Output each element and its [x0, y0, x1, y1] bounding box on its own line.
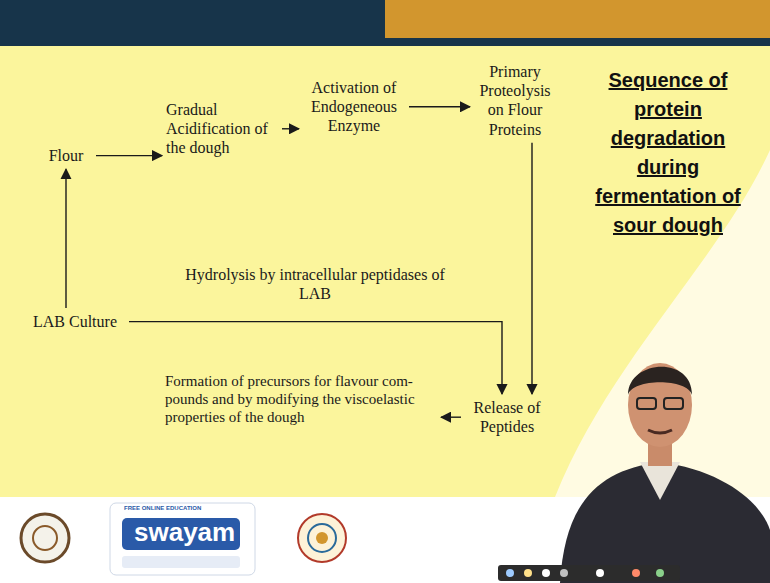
- flow-step: Release of Peptides: [465, 398, 549, 436]
- logo-wordmark: swayam: [134, 518, 235, 547]
- flow-step: Activation of Endogeneous Enzyme: [303, 78, 405, 136]
- flow-arrow: [441, 416, 461, 417]
- step-text: Formation of precursors for flavour com-…: [165, 372, 437, 426]
- logo-tagline: FREE ONLINE EDUCATION: [124, 505, 201, 512]
- flow-arrow: [531, 143, 532, 394]
- flow-arrow: [282, 128, 299, 129]
- flow-arrow: [409, 106, 470, 107]
- flow-arrow: [65, 169, 66, 308]
- flow-step: LAB Culture: [25, 312, 125, 331]
- step-text: Activation of Endogeneous Enzyme: [303, 78, 405, 136]
- step-text: Primary Proteolysis on Flour Proteins: [474, 62, 556, 139]
- edge-label: Hydrolysis by intracellular peptidases o…: [170, 265, 460, 303]
- flow-arrow: [96, 155, 162, 156]
- step-text: Release of Peptides: [465, 398, 549, 436]
- flow-step: Formation of precursors for flavour com-…: [165, 372, 437, 426]
- step-text: LAB Culture: [25, 312, 125, 331]
- flow-step: Primary Proteolysis on Flour Proteins: [474, 62, 556, 139]
- step-text: Flour: [40, 146, 92, 165]
- slide-title: Sequence of protein degradation during f…: [590, 66, 746, 240]
- flow-step: Flour: [40, 146, 92, 165]
- step-text: Gradual Acidification of the dough: [166, 100, 278, 158]
- flow-step: Gradual Acidification of the dough: [166, 100, 278, 158]
